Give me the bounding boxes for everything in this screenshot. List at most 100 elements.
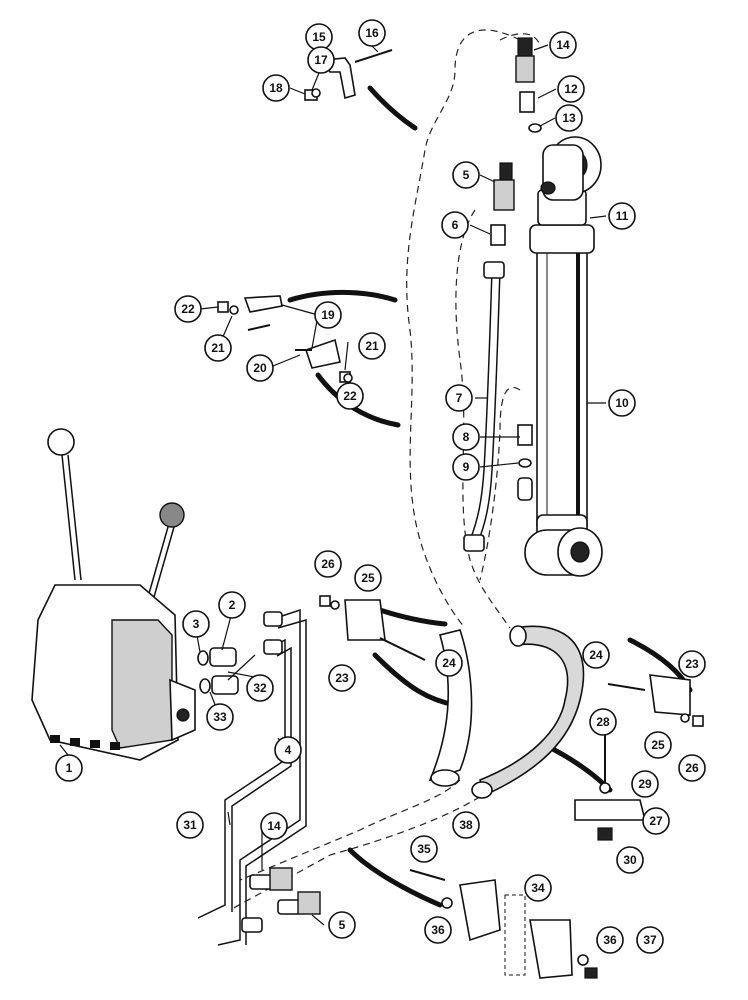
callout-13: 13 [555,104,583,132]
svg-text:16: 16 [365,26,379,40]
svg-text:25: 25 [361,571,375,585]
callout-35: 35 [410,835,438,863]
svg-text:15: 15 [312,30,326,44]
callout-28: 28 [589,708,617,736]
callout-11: 11 [608,202,636,230]
callouts: 1 2 3 4 5 5 6 7 8 9 10 11 12 13 14 14 15… [55,19,706,954]
callout-1: 1 [55,754,83,782]
callout-20: 20 [246,354,274,382]
svg-text:11: 11 [616,209,629,223]
callout-16: 16 [358,19,386,47]
callout-31: 31 [176,811,204,839]
callout-19: 19 [314,301,342,329]
callout-12: 12 [557,75,585,103]
svg-text:28: 28 [596,715,610,729]
callout-25-right: 25 [644,731,672,759]
svg-text:18: 18 [269,81,283,95]
callout-22-right: 22 [336,382,364,410]
callout-26-right: 26 [678,754,706,782]
clamp-23-right [607,674,704,727]
callout-36-left: 36 [424,916,452,944]
svg-text:3: 3 [193,617,200,631]
svg-text:34: 34 [531,881,545,895]
callout-30: 30 [616,846,644,874]
valve-fittings [197,647,239,695]
callout-14-lower: 14 [260,812,288,840]
cylinder-fittings [490,37,542,501]
callout-34: 34 [524,874,552,902]
callout-25-left: 25 [354,564,382,592]
callout-2: 2 [218,591,246,619]
svg-text:31: 31 [183,818,197,832]
svg-text:25: 25 [651,738,665,752]
callout-29: 29 [631,770,659,798]
callout-24-right: 24 [582,641,610,669]
svg-text:14: 14 [556,38,570,52]
callout-33: 33 [206,703,234,731]
svg-text:33: 33 [213,710,227,724]
svg-text:36: 36 [431,923,445,937]
svg-text:5: 5 [339,918,346,932]
svg-text:23: 23 [335,671,349,685]
callout-36-right: 36 [596,926,624,954]
callout-5-lower: 5 [328,911,356,939]
svg-text:22: 22 [181,302,195,316]
svg-text:21: 21 [211,341,225,355]
clamp-23-left [319,595,426,661]
callout-5-upper: 5 [452,161,480,189]
svg-text:30: 30 [623,853,637,867]
svg-text:35: 35 [417,842,431,856]
callout-18: 18 [262,74,290,102]
callout-27: 27 [642,807,670,835]
svg-text:9: 9 [463,460,470,474]
svg-text:10: 10 [615,396,629,410]
callout-38: 38 [452,811,480,839]
svg-text:2: 2 [229,598,236,612]
callout-24-left: 24 [435,649,463,677]
svg-text:22: 22 [343,389,357,403]
svg-text:37: 37 [643,933,657,947]
svg-text:8: 8 [463,430,470,444]
svg-text:13: 13 [562,111,576,125]
svg-text:26: 26 [321,557,335,571]
svg-text:21: 21 [365,339,379,353]
lower-fittings [249,867,321,915]
svg-text:26: 26 [685,761,699,775]
callout-22-left: 22 [174,295,202,323]
svg-text:6: 6 [452,218,459,232]
callout-37: 37 [636,926,664,954]
svg-text:5: 5 [463,168,470,182]
clamp-15 [304,49,393,101]
svg-text:7: 7 [456,391,463,405]
callout-10: 10 [608,389,636,417]
callout-8: 8 [452,423,480,451]
control-valve [31,428,196,761]
callout-4: 4 [274,736,302,764]
svg-text:17: 17 [314,53,328,67]
tube-assembly [197,608,307,946]
svg-text:24: 24 [442,656,456,670]
callout-21-left: 21 [204,334,232,362]
clamp-27 [574,735,647,841]
callout-7: 7 [445,384,473,412]
svg-text:24: 24 [589,648,603,662]
svg-text:32: 32 [253,681,267,695]
callout-9: 9 [452,453,480,481]
svg-text:36: 36 [603,933,617,947]
callout-23-left: 23 [328,664,356,692]
svg-text:27: 27 [649,814,663,828]
callout-17: 17 [307,46,335,74]
svg-text:38: 38 [459,818,473,832]
callout-14-upper: 14 [549,31,577,59]
svg-text:1: 1 [66,761,73,775]
svg-text:19: 19 [321,308,335,322]
callout-32: 32 [246,674,274,702]
hydraulic-cylinder [524,136,603,577]
svg-text:4: 4 [285,743,292,757]
callout-26-left: 26 [314,550,342,578]
callout-21-right: 21 [358,332,386,360]
bracket-34 [409,869,598,979]
svg-text:14: 14 [267,819,281,833]
svg-text:12: 12 [564,82,578,96]
